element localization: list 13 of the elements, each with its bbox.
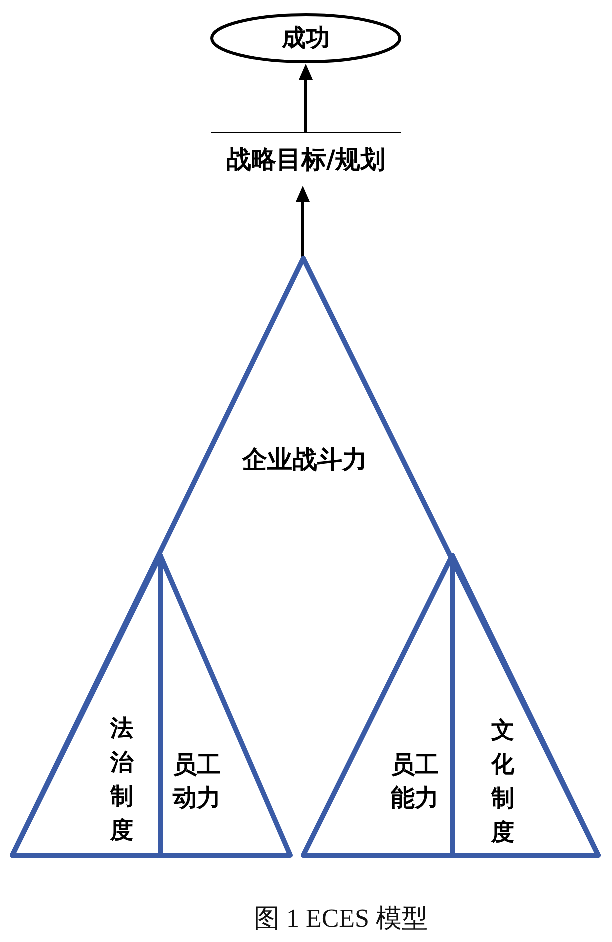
node-label: 员工能力 (390, 750, 440, 814)
half-triangle (448, 552, 602, 858)
figure-caption: 图 1 ECES 模型 (254, 902, 428, 934)
arrow (296, 186, 310, 258)
triangle-outline (8, 254, 602, 858)
node-label: 文化制度 (490, 717, 516, 848)
node-label: 员工动力 (172, 750, 222, 814)
node-label: 成功 (282, 24, 330, 52)
node-label: 法治制度 (110, 715, 134, 846)
node-label: 企业战斗力 (242, 445, 368, 475)
ellipse-node (210, 13, 402, 64)
arrow (299, 64, 313, 132)
overlined-label: 战略目标/规划 (211, 132, 401, 186)
